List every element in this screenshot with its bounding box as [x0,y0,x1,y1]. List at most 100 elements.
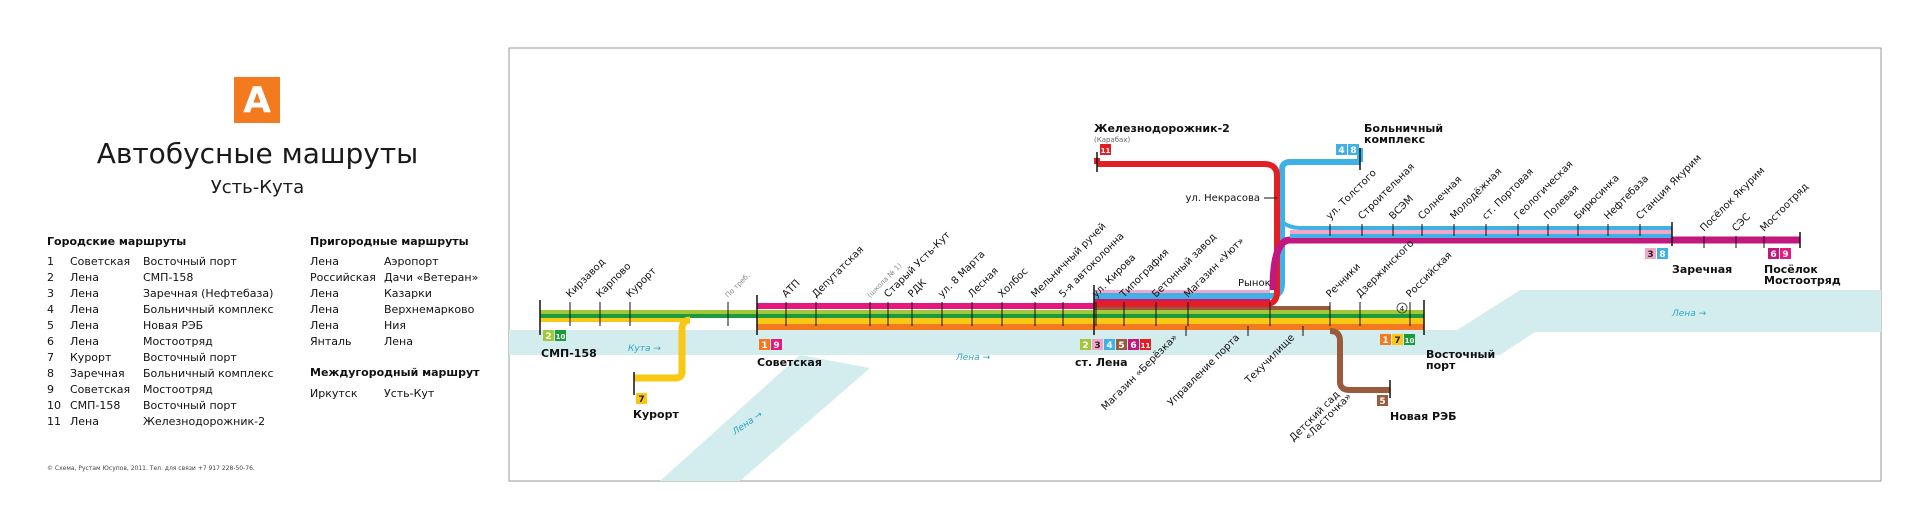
route-to: СМП-158 [143,271,194,284]
route-to: Больничный комплекс [143,367,274,380]
route-from: Советская [70,255,131,268]
route-badge-11 [1140,339,1151,350]
stop-label: Холбос [996,266,1030,300]
river-label-kuta: Кута → [628,344,661,354]
route-badge-label: 2 [545,332,551,342]
route-badge-label: 5 [1379,397,1385,407]
route-to: Дачи «Ветеран» [384,271,479,284]
route-number: 4 [47,303,54,316]
route-number: 8 [47,367,54,380]
route-badge-4 [1336,144,1347,155]
city-routes-heading: Городские маршруты [47,235,187,248]
route-number: 9 [47,383,54,396]
route-to: Восточный порт [143,255,237,268]
stop-label: ул. Некрасова [1186,193,1261,204]
route-number: 3 [47,287,54,300]
route-line-5-branch [1329,328,1390,393]
terminal-name: Заречная [1672,263,1732,276]
route-badge-label: 8 [1659,250,1665,260]
route-to: Казарки [384,287,432,300]
route-to: Верхнемарково [384,303,475,316]
terminal-name: Восточный [1426,348,1495,361]
route-to: Аэропорт [384,255,439,268]
route-from: Советская [70,383,131,396]
route-badge-8 [1657,248,1668,259]
terminal-subtitle: (Карабах) [1094,136,1130,144]
stop-label: РДК [906,278,929,301]
route-from: Лена [70,319,99,332]
route-badge-3 [1092,339,1103,350]
terminal-name: Больничный [1364,122,1443,135]
route-badge-3 [1645,248,1656,259]
intercity-heading: Междугородный маршрут [310,366,480,379]
route-from: Лена [310,303,339,316]
route-to: Железнодорожник-2 [143,415,266,428]
route-from: Курорт [70,351,112,364]
route-badge-label: 3 [1094,341,1100,351]
terminal-name: Советская [757,356,822,369]
route-from: Янталь [310,335,352,348]
route-badge-5 [1116,339,1127,350]
terminal-name: комплекс [1364,133,1425,146]
route-badge-label: 1 [1382,336,1388,346]
route-badge-label: 1 [761,341,767,351]
route-to: Заречная (Нефтебаза) [143,287,274,300]
river-lena-branch [660,355,870,481]
route-badge-10 [555,330,566,341]
stop-label: Рынок [1238,278,1271,289]
route-from: Лена [310,255,339,268]
route-to: Мостоотряд [143,383,213,396]
stop-label: Депутатская [810,244,866,300]
route-from: Лена [310,319,339,332]
route-badge-label: 6 [1130,341,1136,351]
route-badge-7 [1392,334,1403,345]
stop-label: Мостоотряд [1758,181,1811,234]
route-number: 10 [47,399,61,412]
stop-label: По треб. [724,272,752,300]
terminal-name: Новая РЭБ [1390,410,1457,423]
route-badge-label: 8 [1350,146,1356,156]
route-to: Ния [384,319,407,332]
terminal-name: Посёлок [1764,263,1818,276]
terminal-name: Железнодорожник-2 [1094,122,1230,135]
route-badge-2 [1080,339,1091,350]
stop-label: ВСЭМ [1387,194,1416,223]
stop-label: Строительная [1356,162,1417,223]
route-badge-9 [1780,248,1791,259]
stop-symbol-label: 4 [1400,305,1405,313]
route-to: Больничный комплекс [143,303,274,316]
route-to: Восточный порт [143,399,237,412]
stop-label: Российская [1404,250,1454,300]
route-line-6-east [1269,236,1800,291]
route-badge-2 [543,330,554,341]
river-lena-upper [1440,290,1881,341]
bus-logo-icon: А [234,77,280,123]
route-badge-label: 10 [556,333,566,341]
route-to: Новая РЭБ [143,319,204,332]
route-badge-label: 9 [1782,250,1788,260]
route-badge-label: 11 [1141,342,1151,350]
route-badge-6 [1128,339,1139,350]
page-title: Автобусные машруты [96,137,419,170]
stop-symbol [1396,302,1408,314]
route-badge-label: 3 [1647,250,1653,260]
suburban-routes-heading: Пригородные маршруты [310,235,469,248]
route-from: Российская [310,271,376,284]
route-badge-6 [1768,248,1779,259]
route-badge-label: 7 [638,395,644,405]
route-from: Иркутск [310,387,358,400]
route-from: Лена [70,271,99,284]
river-label-lena: Лена → [955,353,991,363]
river-label-lena-3: Лена → [1671,309,1707,319]
route-number: 1 [47,255,54,268]
route-number: 2 [47,271,54,284]
route-badge-label: 6 [1770,250,1776,260]
route-to: Лена [384,335,413,348]
route-from: Лена [70,287,99,300]
route-badge-8 [1348,144,1359,155]
route-number: 7 [47,351,54,364]
terminal-name: порт [1426,359,1456,372]
map-frame [508,47,1882,482]
route-from: Лена [310,287,339,300]
